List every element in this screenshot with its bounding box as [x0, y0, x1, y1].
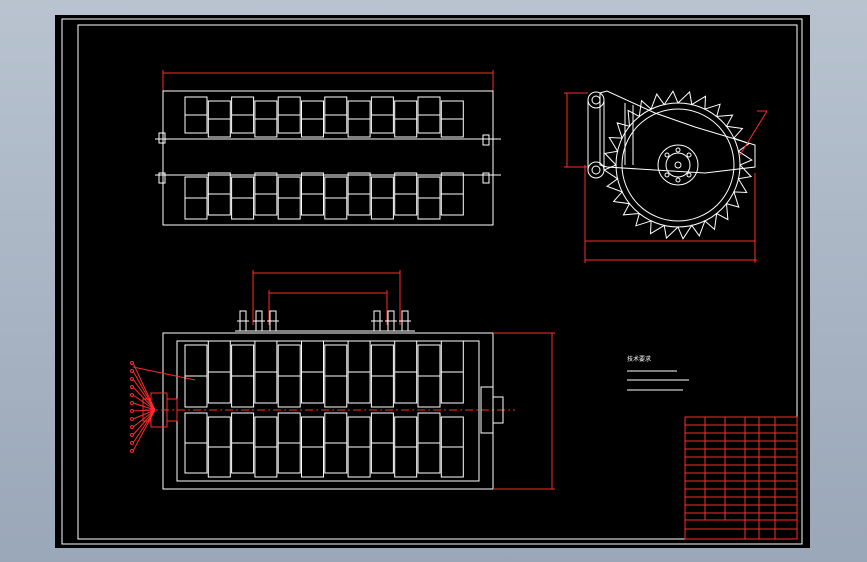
leader-line	[132, 409, 156, 452]
leader-line	[132, 409, 156, 412]
saw-teeth-outline	[603, 90, 753, 240]
leader-dot	[130, 417, 134, 421]
cad-drawing-canvas[interactable]: 技术要求	[55, 15, 810, 548]
leader-line	[132, 386, 156, 411]
leader-dot	[130, 441, 134, 445]
leader-dot	[130, 385, 134, 389]
tech-title: 技术要求	[627, 355, 651, 363]
leader-line	[132, 409, 156, 428]
technical-requirements: 技术要求	[627, 355, 689, 391]
leader-line	[132, 370, 156, 411]
top-view-roller	[155, 70, 501, 226]
side-view-cutter	[564, 90, 768, 263]
leader-line	[132, 378, 156, 411]
leader-line	[132, 394, 156, 411]
front-view-roller	[130, 270, 555, 490]
leader-dot	[130, 377, 134, 381]
leader-dot	[130, 361, 134, 365]
leader-line	[132, 409, 156, 444]
outer-frame	[61, 18, 803, 545]
leader-line	[132, 362, 156, 411]
leader-dot	[130, 409, 134, 413]
leader-dot	[130, 369, 134, 373]
leader-dot	[130, 449, 134, 453]
inner-frame	[77, 24, 798, 540]
leader-dot	[130, 401, 134, 405]
leader-dot	[130, 433, 134, 437]
leader-line	[132, 402, 156, 411]
leader-dot	[130, 425, 134, 429]
leader-line	[132, 366, 196, 381]
leader-line	[132, 409, 156, 420]
leader-line	[132, 409, 156, 436]
title-block	[684, 416, 798, 540]
leader-dot	[130, 393, 134, 397]
